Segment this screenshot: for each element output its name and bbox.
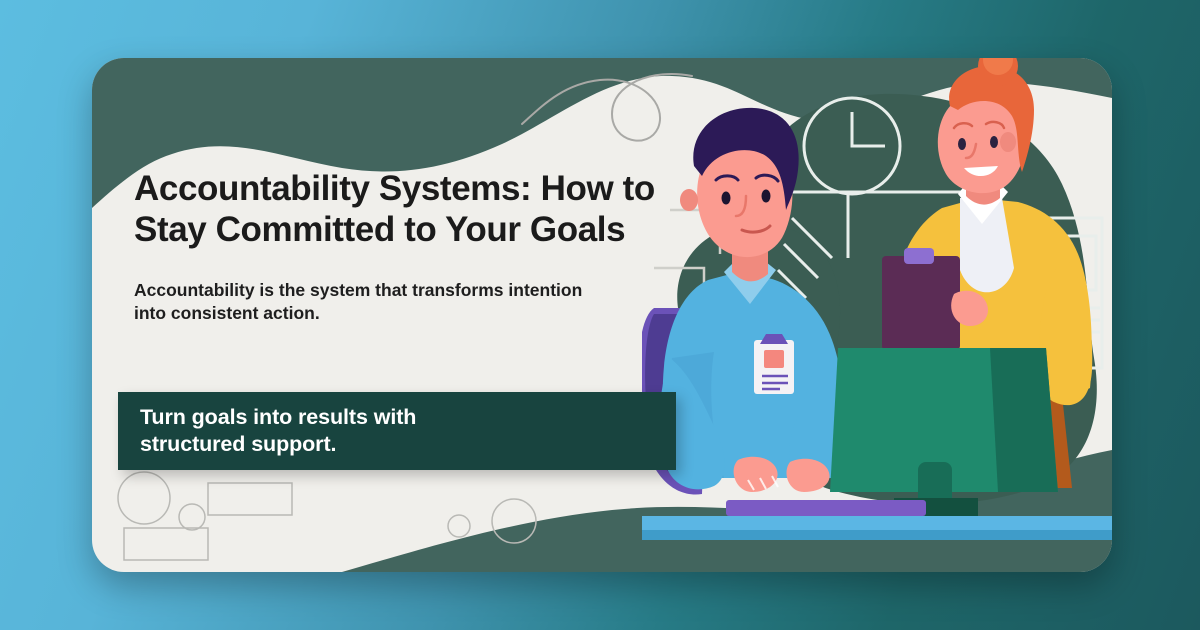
woman-arm-right <box>1039 258 1093 406</box>
page-title: Accountability Systems: How to Stay Comm… <box>134 169 655 250</box>
woman-face-features <box>952 120 1006 177</box>
content-card: Accountability Systems: How to Stay Comm… <box>92 58 1112 572</box>
man-arm-right <box>789 350 844 477</box>
rectangle-outline-top <box>207 482 293 516</box>
text-column: Accountability Systems: How to Stay Comm… <box>134 168 774 325</box>
man-ear <box>680 189 698 212</box>
woman-ear <box>1000 132 1016 153</box>
keyboard <box>726 500 926 516</box>
monitor-stand-neck <box>918 462 952 506</box>
circle-outline-right-small <box>447 514 471 538</box>
circle-outline-large <box>117 471 171 525</box>
desk-edge <box>642 530 1112 540</box>
man-face-features <box>714 173 780 234</box>
squiggle-line <box>521 72 693 142</box>
clipboard <box>882 248 960 350</box>
man-hand-right <box>786 458 830 492</box>
cta-banner[interactable]: Turn goals into results with structured … <box>118 392 676 470</box>
man-hand-left <box>733 456 778 492</box>
circle-outline-small <box>178 503 206 531</box>
id-badge <box>754 334 794 394</box>
monitor-screen-shade <box>990 348 1058 492</box>
woman-blouse <box>960 198 1014 293</box>
woman-hair <box>949 65 1034 172</box>
wave-band-top <box>92 58 1112 208</box>
subtitle-text: Accountability is the system that transf… <box>134 279 583 323</box>
man-hair <box>693 107 799 210</box>
circle-outline-right-large <box>491 498 537 544</box>
wall-clock-outline <box>802 96 902 196</box>
rectangle-outline-bottom <box>123 527 209 561</box>
cta-banner-text: Turn goals into results with structured … <box>140 405 417 456</box>
woman-head <box>937 89 1026 194</box>
man-fingers <box>747 475 779 491</box>
woman-hand <box>951 290 989 326</box>
woman-hair-bun-top <box>983 58 1013 75</box>
